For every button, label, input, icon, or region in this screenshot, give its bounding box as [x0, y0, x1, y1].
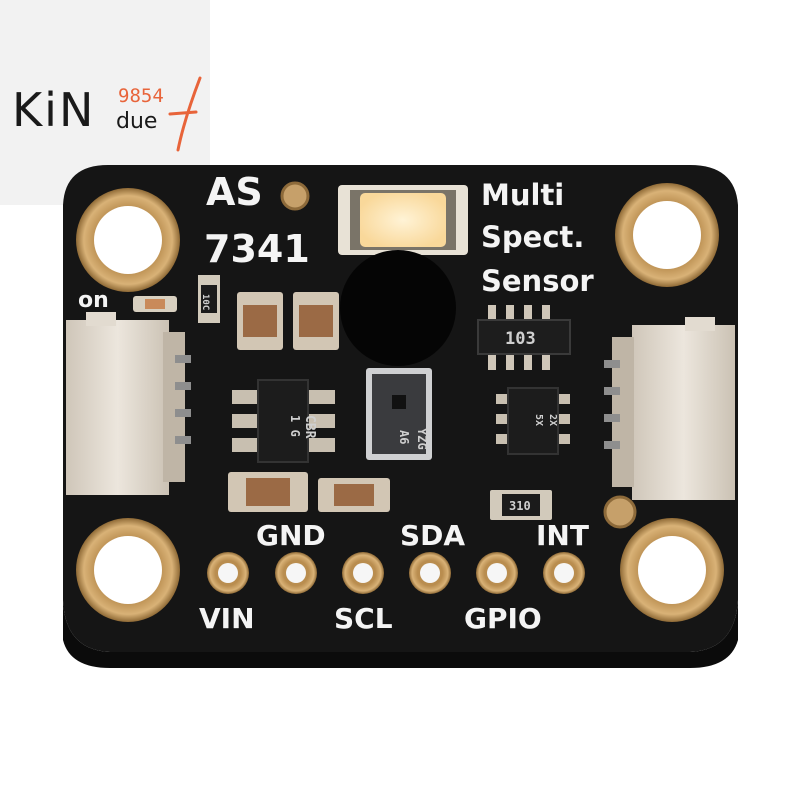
capacitor-3: [228, 472, 308, 512]
chip-name-line-2: 7341: [204, 227, 310, 271]
pin-label-int: INT: [536, 519, 589, 552]
pcb-edge-shadow: [63, 600, 738, 668]
mounting-hole-bottom-left: [76, 518, 180, 622]
regulator-label-1: CBR: [302, 415, 317, 439]
pin-label-scl: SCL: [334, 602, 393, 635]
capacitor-4: [318, 478, 390, 512]
logo-swoosh-icon: [168, 76, 202, 152]
spectral-sensor-chip: A6 YZG: [366, 368, 432, 460]
header-pin-vin: [207, 552, 249, 594]
subtitle-line-1: Multi: [481, 178, 564, 212]
mounting-hole-top-right: [615, 183, 719, 287]
header-pin-gnd: [275, 552, 317, 594]
voltage-regulator: CBR 1 G: [232, 379, 335, 463]
pin-label-gnd: GND: [256, 519, 326, 552]
resistor-network: 103: [477, 305, 571, 370]
subtitle-line-3: Sensor: [481, 264, 594, 298]
logo-name-suffix: due: [116, 109, 157, 134]
power-led-label: on: [78, 288, 109, 313]
stemma-connector-right: [604, 317, 735, 500]
sensor-label-2: YZG: [415, 428, 429, 450]
capacitor-1: [237, 292, 283, 350]
sensor-label-1: A6: [397, 430, 411, 444]
pin-label-vin: VIN: [199, 602, 255, 635]
power-led: [133, 296, 177, 312]
sensor-aperture: [340, 250, 456, 366]
resistor-small: 10C: [198, 275, 220, 323]
header-pin-scl: [342, 552, 384, 594]
resistor-right-label: 310: [509, 499, 531, 513]
regulator-label-2: 1 G: [288, 415, 302, 437]
header-pin-gpio: [476, 552, 518, 594]
pin-label-gpio: GPIO: [464, 602, 542, 635]
chip-name-line-1: AS: [206, 170, 263, 214]
resistor-network-label: 103: [505, 329, 536, 349]
logo-name-prefix: KiN: [12, 83, 95, 137]
mounting-hole-top-left: [76, 188, 180, 292]
via-top: [280, 181, 310, 211]
stemma-connector-left: [66, 312, 191, 495]
resistor-small-label: 10C: [200, 294, 210, 310]
brand-logo: KiN 9854 due: [12, 76, 202, 152]
pin-label-sda: SDA: [400, 519, 465, 552]
chip-label-2: 2X: [547, 414, 558, 426]
mounting-hole-bottom-right: [620, 518, 724, 622]
via-right: [603, 495, 637, 529]
header-pin-sda: [409, 552, 451, 594]
white-led: [338, 185, 468, 255]
logo-number: 9854: [118, 85, 164, 107]
resistor-right: 310: [490, 490, 552, 520]
chip-label-1: 5X: [533, 414, 544, 426]
level-shifter-chip: 5X 2X: [496, 387, 570, 455]
subtitle-line-2: Spect.: [481, 220, 584, 254]
capacitor-2: [293, 292, 339, 350]
header-pin-int: [543, 552, 585, 594]
